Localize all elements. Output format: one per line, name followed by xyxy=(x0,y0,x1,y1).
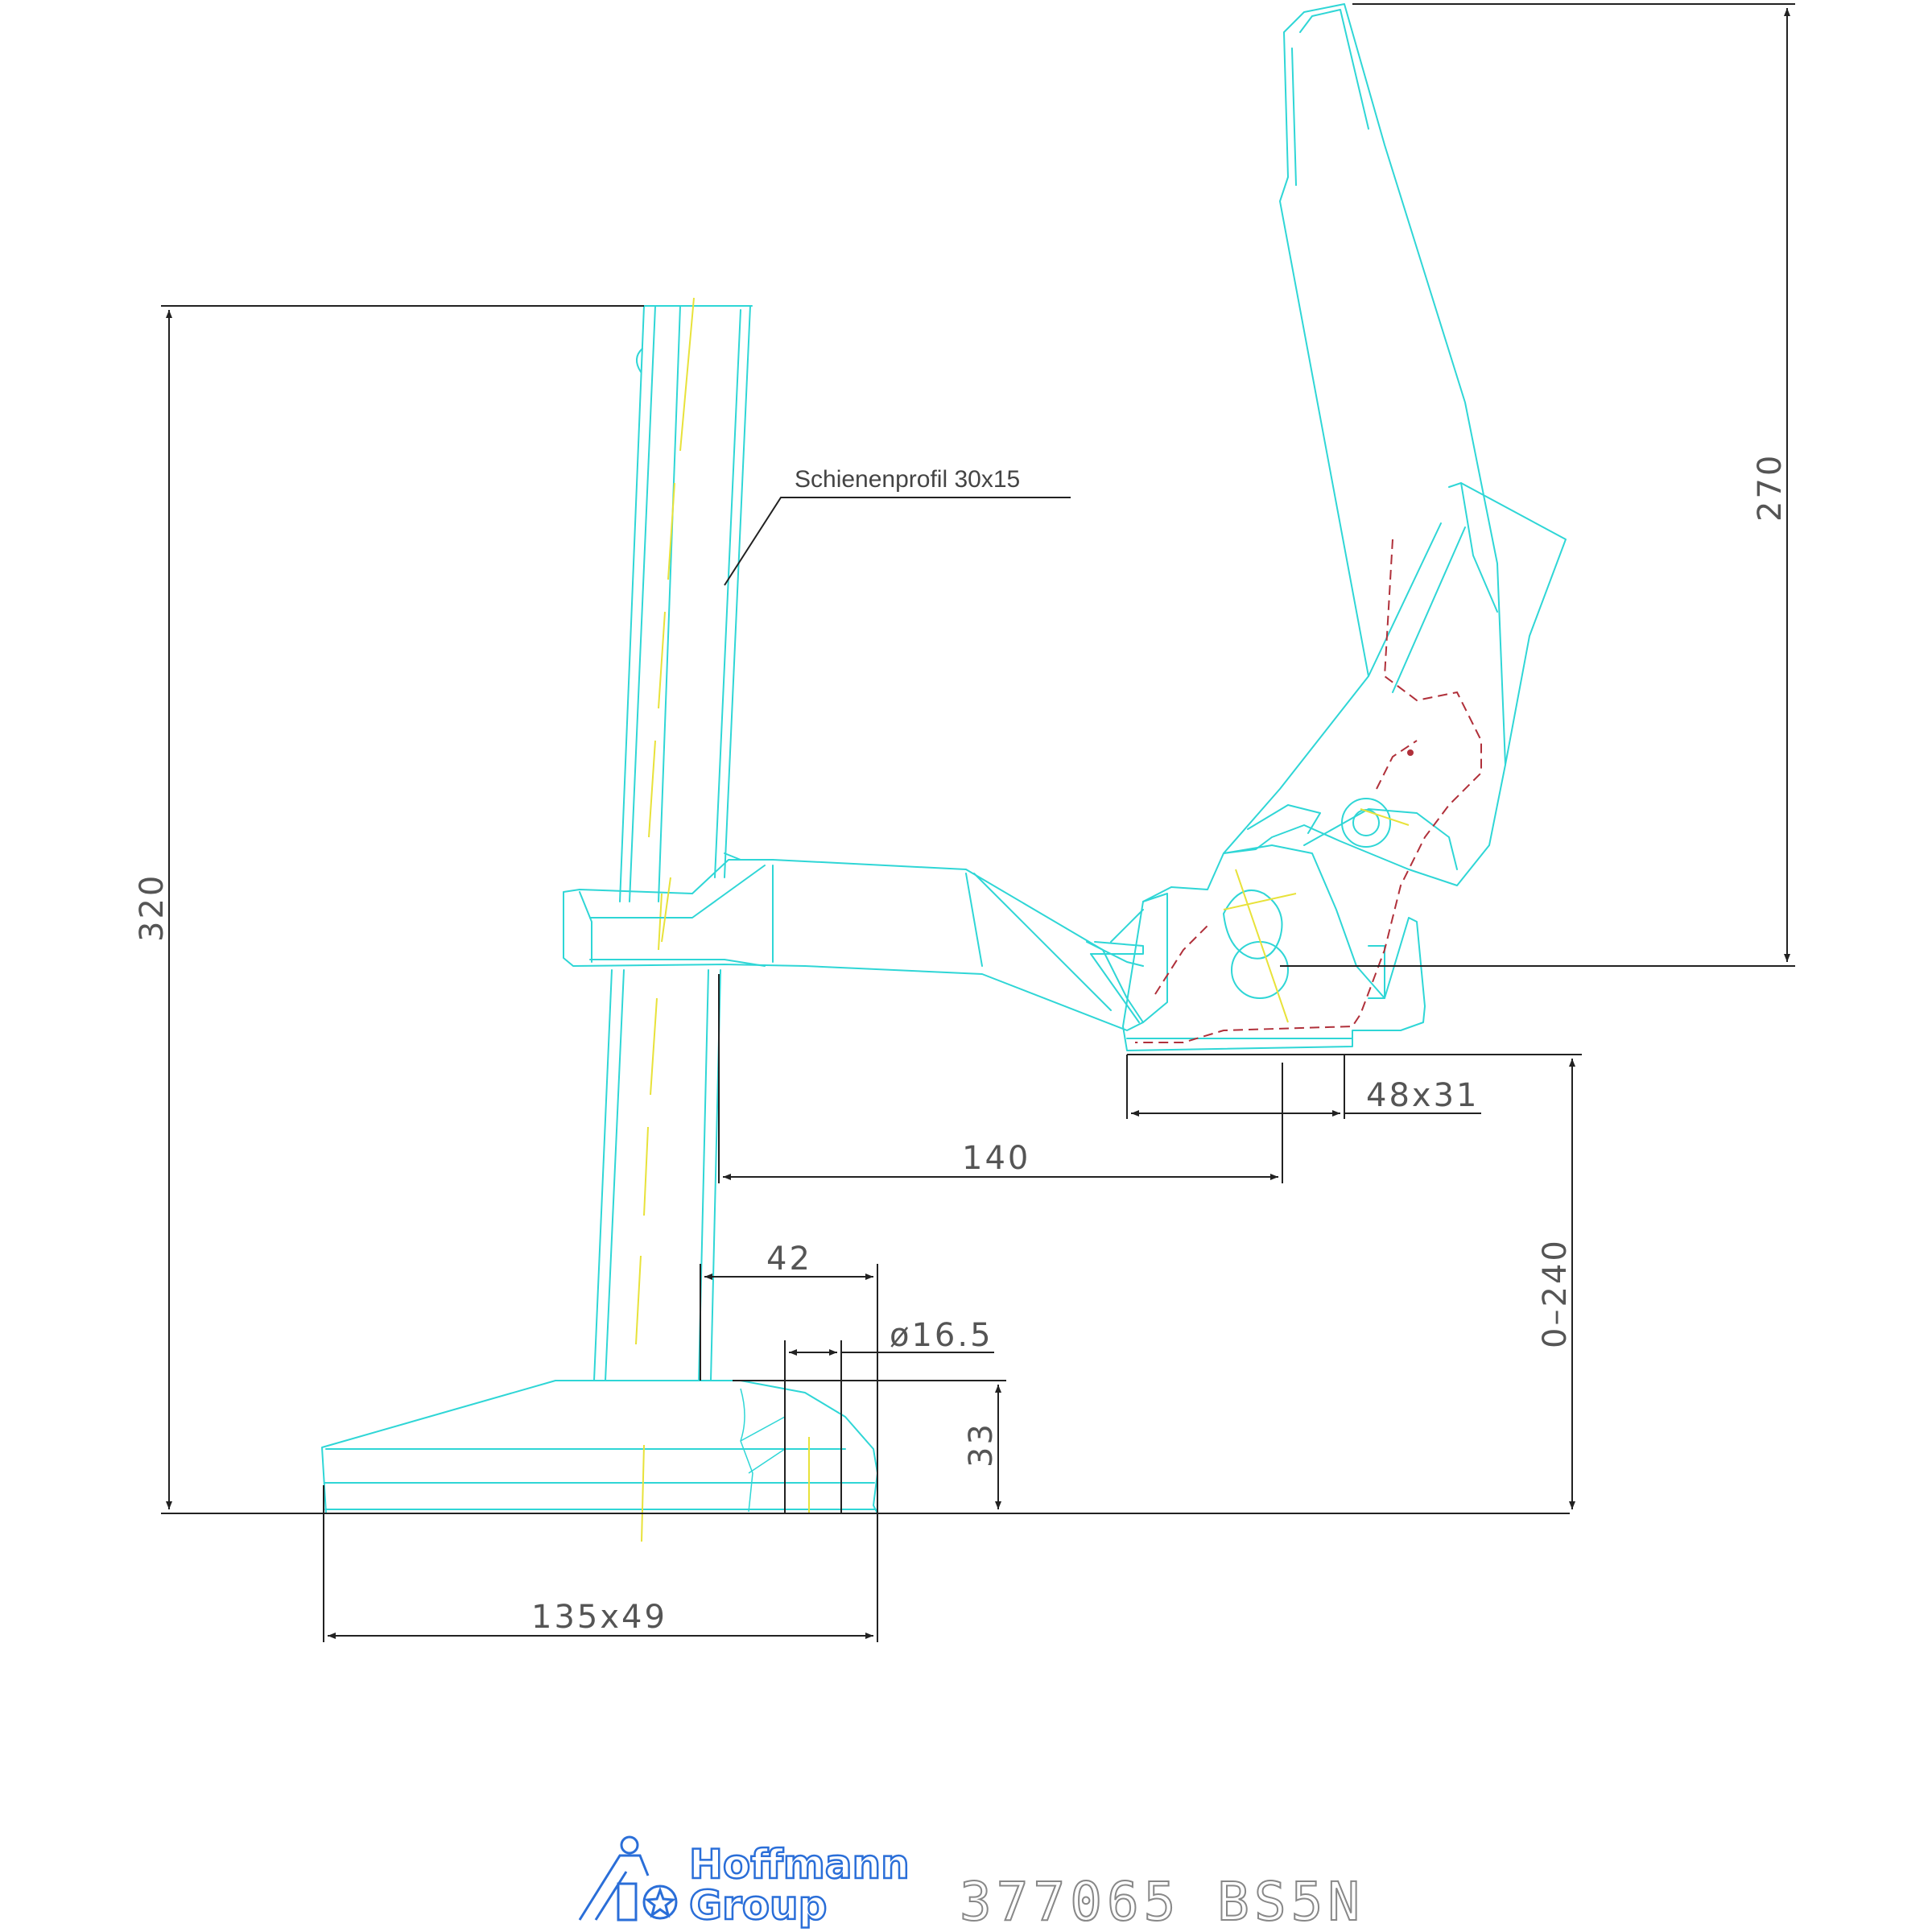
dim-hole-diameter: ø16.5 xyxy=(890,1317,993,1354)
dim-height-arm: 270 xyxy=(1752,453,1789,522)
dim-base-offset: 42 xyxy=(766,1241,812,1278)
toggle-handle xyxy=(1223,3,1567,886)
dim-reach: 140 xyxy=(962,1140,1030,1177)
dim-base-size: 135x49 xyxy=(531,1599,667,1636)
hoffmann-logo: Hoffmann Group xyxy=(578,1835,910,1930)
dim-foot-pad: 48x31 xyxy=(1366,1077,1479,1114)
clamp-base xyxy=(321,1380,878,1542)
product-code: 377065 BS5N xyxy=(960,1871,1364,1932)
dim-height-total: 320 xyxy=(134,873,171,942)
brand-line-2: Group xyxy=(689,1882,827,1929)
dim-base-height: 33 xyxy=(963,1422,1000,1468)
brand-line-1: Hoffmann xyxy=(689,1841,910,1888)
rail-column xyxy=(593,297,753,1381)
clamp-head xyxy=(1090,539,1482,1051)
logo-figure-icon xyxy=(578,1835,678,1922)
clamp-arm xyxy=(563,852,1144,1031)
dim-clamp-range: 0–240 xyxy=(1537,1238,1574,1348)
dimension-lines xyxy=(161,3,1795,1642)
rail-profile-note: Schienenprofil 30x15 xyxy=(795,466,1020,493)
